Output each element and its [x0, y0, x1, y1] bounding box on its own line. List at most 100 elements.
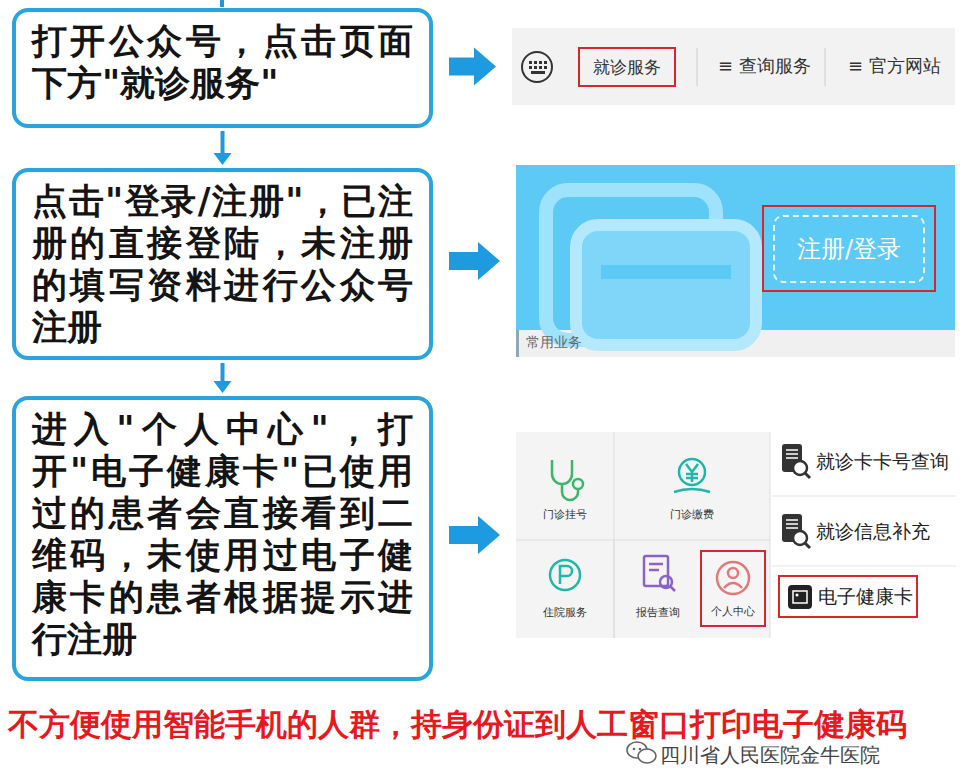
login-banner-screenshot: 常用业务 注册/登录: [516, 165, 955, 357]
node-text: 报告查询: [636, 605, 680, 620]
art-g: [644, 556, 675, 591]
art-circle: [728, 568, 738, 578]
art-line: [221, 363, 225, 381]
art-path: [560, 566, 572, 584]
art-circle: [633, 748, 636, 751]
node-text: 常用业务: [526, 334, 582, 352]
art-rect: [539, 66, 542, 69]
register-button: 注册/登录: [762, 205, 936, 292]
art-line: [221, 131, 225, 153]
art-path: [686, 464, 698, 482]
node-text: 注册/登录: [773, 215, 925, 283]
step-box: 进入"个人中心"，打开"电子健康卡"已使用过的患者会直接看到二维码，未使用过电子…: [12, 396, 433, 681]
art-circle: [573, 479, 583, 489]
person-icon: [702, 552, 764, 602]
step-box: 打开公众号，点击页面下方"就诊服务": [12, 8, 433, 128]
art-rect: [534, 66, 537, 69]
node-text: 就诊信息补充: [816, 519, 930, 545]
art-rect: [793, 591, 807, 603]
art-line: [772, 566, 956, 567]
art-g: [674, 459, 710, 492]
art-line: [825, 48, 826, 86]
art-path: [786, 450, 798, 458]
art-polygon: [214, 381, 232, 393]
art-rect: [539, 61, 542, 64]
art-circle: [679, 459, 705, 485]
art-rect: [516, 432, 770, 638]
node-text: 电子健康卡: [780, 584, 913, 610]
node-text: 点击"登录/注册"，已注册的直接登陆，未注册的填写资料进行公众号注册: [32, 180, 413, 348]
wechat-icon: [627, 742, 656, 763]
art-rect: [544, 61, 547, 64]
art-polygon: [449, 516, 500, 554]
art-line: [516, 540, 770, 541]
art-circle: [522, 52, 552, 82]
art-path: [674, 489, 710, 492]
node-text: 进入"个人中心"，打开"电子健康卡"已使用过的患者会直接看到二维码，未使用过电子…: [32, 408, 413, 660]
art-circle: [550, 560, 580, 590]
node-text: 门诊挂号: [543, 507, 587, 522]
art-line: [614, 432, 615, 638]
art-polygon: [449, 48, 496, 86]
art-circle: [793, 531, 807, 545]
art-rect: [788, 585, 812, 609]
art-line: [770, 432, 771, 638]
art-g: [782, 514, 810, 548]
art-line: [614, 540, 615, 638]
art-rect: [601, 265, 731, 279]
service-grid-screenshot: 门诊挂号 门诊缴费住院服务 报告查询 就诊卡卡号查询就诊信息补充个人中心 电子健康卡: [516, 432, 961, 638]
node-text: 门诊缴费: [670, 507, 714, 522]
art-polygon: [214, 153, 232, 165]
art-rect: [544, 66, 547, 69]
menu-bar-screenshot: ≡ 查询服务 ≡ 官方网站 就诊服务: [512, 28, 955, 105]
art-circle: [717, 562, 749, 594]
art-rect: [576, 225, 756, 345]
art-path: [562, 484, 578, 500]
art-g: [552, 460, 583, 500]
art-path: [552, 460, 572, 484]
node-text: 就诊卡卡号查询: [816, 449, 949, 475]
block-arrow: [449, 48, 496, 86]
art-g: [550, 560, 580, 590]
art-rect: [644, 556, 668, 586]
art-g: [782, 444, 810, 478]
health-card-item: 电子健康卡: [778, 575, 918, 618]
node-text: ≡ 查询服务: [718, 54, 811, 78]
card-icon: [780, 577, 820, 617]
art-rect: [531, 71, 545, 74]
footer-note: 不方便使用智能手机的人群，持身份证到人工窗口打印电子健康码: [8, 704, 907, 746]
art-path: [670, 586, 675, 591]
art-path: [724, 583, 742, 588]
art-g: [529, 61, 547, 74]
step-box: 点击"登录/注册"，已注册的直接登陆，未注册的填写资料进行公众号注册: [12, 168, 433, 360]
watermark: 四川省人民医院金牛医院: [660, 742, 880, 769]
art-line: [220, 0, 224, 7]
block-arrow: [449, 516, 500, 554]
node-text: 住院服务: [543, 605, 587, 620]
art-circle: [796, 594, 799, 597]
art-circle: [639, 748, 642, 751]
art-path: [805, 473, 810, 478]
art-path: [805, 543, 810, 548]
block-arrow: [449, 242, 500, 280]
highlight-box: 就诊服务: [578, 47, 676, 87]
node-text: ≡ 官方网站: [848, 54, 941, 78]
node-text: 就诊服务: [593, 56, 661, 79]
art-polygon: [449, 242, 500, 280]
art-path: [786, 520, 798, 528]
art-circle: [793, 461, 807, 475]
art-ellipse: [638, 749, 656, 763]
art-rect: [529, 61, 532, 64]
art-rect: [516, 330, 519, 357]
node-text: 个人中心: [702, 604, 764, 619]
down-arrow: [214, 131, 232, 165]
art-line: [772, 496, 956, 497]
down-arrow: [214, 363, 232, 393]
art-rect: [529, 66, 532, 69]
personal-center-tile: 个人中心: [700, 550, 766, 627]
art-path: [649, 564, 663, 570]
art-line: [697, 48, 698, 86]
art-rect: [534, 61, 537, 64]
node-text: 打开公众号，点击页面下方"就诊服务": [32, 20, 413, 104]
